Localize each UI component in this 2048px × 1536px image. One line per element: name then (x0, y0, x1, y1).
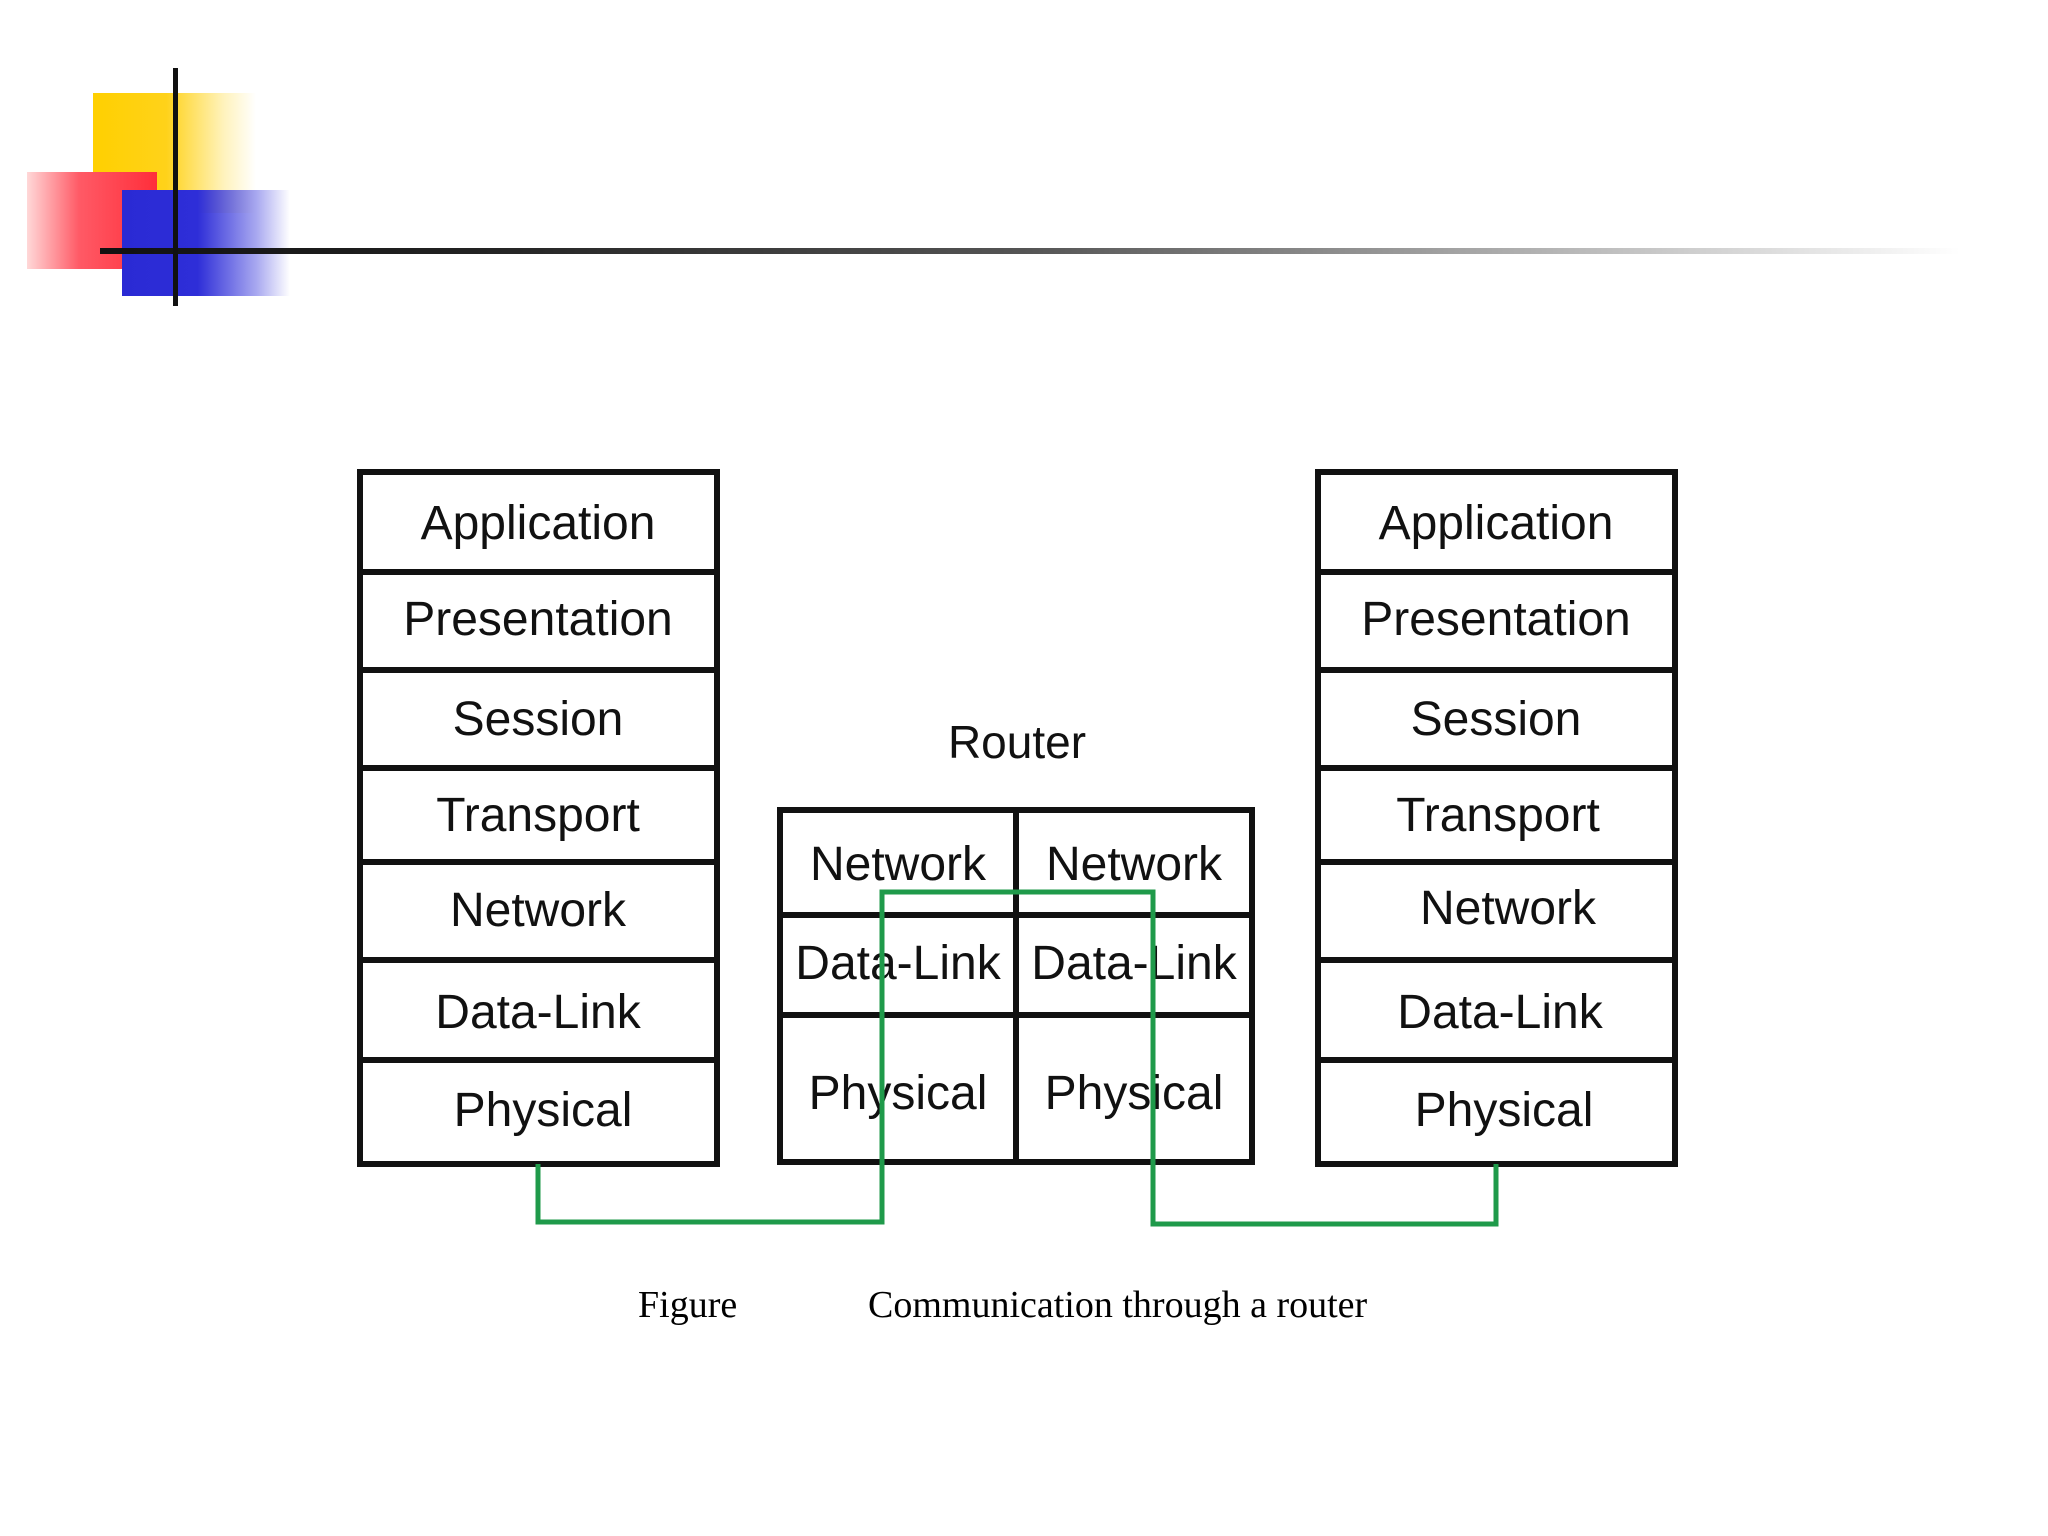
right-layer-presentation: Presentation (1361, 593, 1631, 646)
left-layer-physical: Physical (454, 1084, 633, 1137)
left-osi-stack: Application Presentation Session Transpo… (357, 469, 720, 1167)
left-layer-session: Session (453, 693, 624, 746)
right-layer-data-link: Data-Link (1397, 986, 1603, 1039)
right-osi-stack: Application Presentation Session Transpo… (1315, 469, 1678, 1167)
right-layer-session: Session (1411, 693, 1582, 746)
left-layer-data-link: Data-Link (435, 986, 641, 1039)
right-layer-application: Application (1379, 497, 1614, 550)
left-layer-application: Application (421, 497, 656, 550)
left-layer-transport: Transport (436, 789, 640, 842)
left-layer-network: Network (450, 884, 627, 937)
router-left-data-link: Data-Link (795, 937, 1001, 990)
figure-label: Figure (638, 1284, 738, 1326)
decor-vertical-rule (173, 68, 178, 306)
right-stack-frame (1315, 469, 1678, 1167)
router-stack: Network Data-Link Physical Network Data-… (777, 807, 1255, 1165)
router-right-data-link: Data-Link (1031, 937, 1237, 990)
decor-blue-square (122, 190, 290, 296)
right-layer-transport: Transport (1396, 789, 1600, 842)
decor-horizontal-rule (100, 248, 1960, 254)
router-right-physical: Physical (1045, 1067, 1224, 1120)
right-layer-network: Network (1420, 882, 1597, 935)
left-layer-presentation: Presentation (403, 593, 673, 646)
right-layer-physical: Physical (1415, 1084, 1594, 1137)
communication-path (535, 889, 1499, 1227)
router-left-network: Network (810, 838, 987, 891)
figure-caption: Communication through a router (868, 1284, 1368, 1326)
router-left-physical: Physical (809, 1067, 988, 1120)
router-title: Router (948, 716, 1086, 768)
router-right-network: Network (1046, 838, 1223, 891)
